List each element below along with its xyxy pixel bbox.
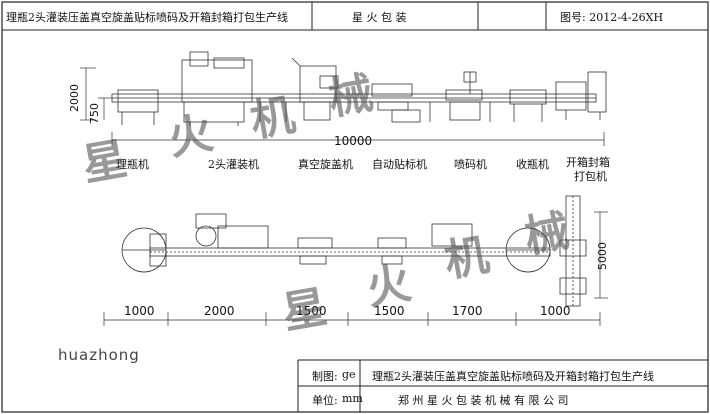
label-coder: 喷码机 — [454, 158, 487, 171]
dim-height-total: 2000 — [68, 84, 81, 112]
dim-height-base: 750 — [88, 103, 101, 124]
company-name: 郑 州 星 火 包 装 机 械 有 限 公 司 — [398, 394, 569, 407]
dim-top-5: 1000 — [540, 304, 571, 318]
drawer-value: ge — [342, 368, 356, 381]
label-bottle-unscrambler: 理瓶机 — [116, 158, 149, 171]
top-view — [121, 195, 587, 307]
drawer-label: 制图: — [312, 370, 338, 383]
dim-vertical-5000: 5000 — [596, 242, 609, 270]
label-filling-machine: 2头灌装机 — [208, 158, 259, 171]
dim-top-3: 1500 — [374, 304, 405, 318]
dim-top-1: 2000 — [204, 304, 235, 318]
label-strapper: 打包机 — [574, 170, 607, 183]
company-short: 星 火 包 装 — [352, 11, 407, 24]
drawing-title: 理瓶2头灌装压盖真空旋盖贴标喷码及开箱封箱打包生产线 — [6, 11, 288, 24]
unit-label: 单位: — [312, 394, 338, 407]
line-title: 理瓶2头灌装压盖真空旋盖贴标喷码及开箱封箱打包生产线 — [372, 370, 654, 383]
label-collector: 收瓶机 — [516, 158, 549, 171]
drawing-number: 图号: 2012-4-26XH — [560, 11, 664, 24]
dim-top-0: 1000 — [124, 304, 155, 318]
dim-top-4: 1700 — [452, 304, 483, 318]
label-case-sealer: 开箱封箱 — [566, 156, 610, 169]
dim-top-2: 1500 — [296, 304, 327, 318]
signature: huazhong — [58, 346, 140, 364]
label-capping-machine: 真空旋盖机 — [298, 158, 353, 171]
unit-value: mm — [342, 392, 363, 405]
dim-total-length: 10000 — [334, 134, 373, 148]
label-labeller: 自动贴标机 — [372, 158, 427, 171]
